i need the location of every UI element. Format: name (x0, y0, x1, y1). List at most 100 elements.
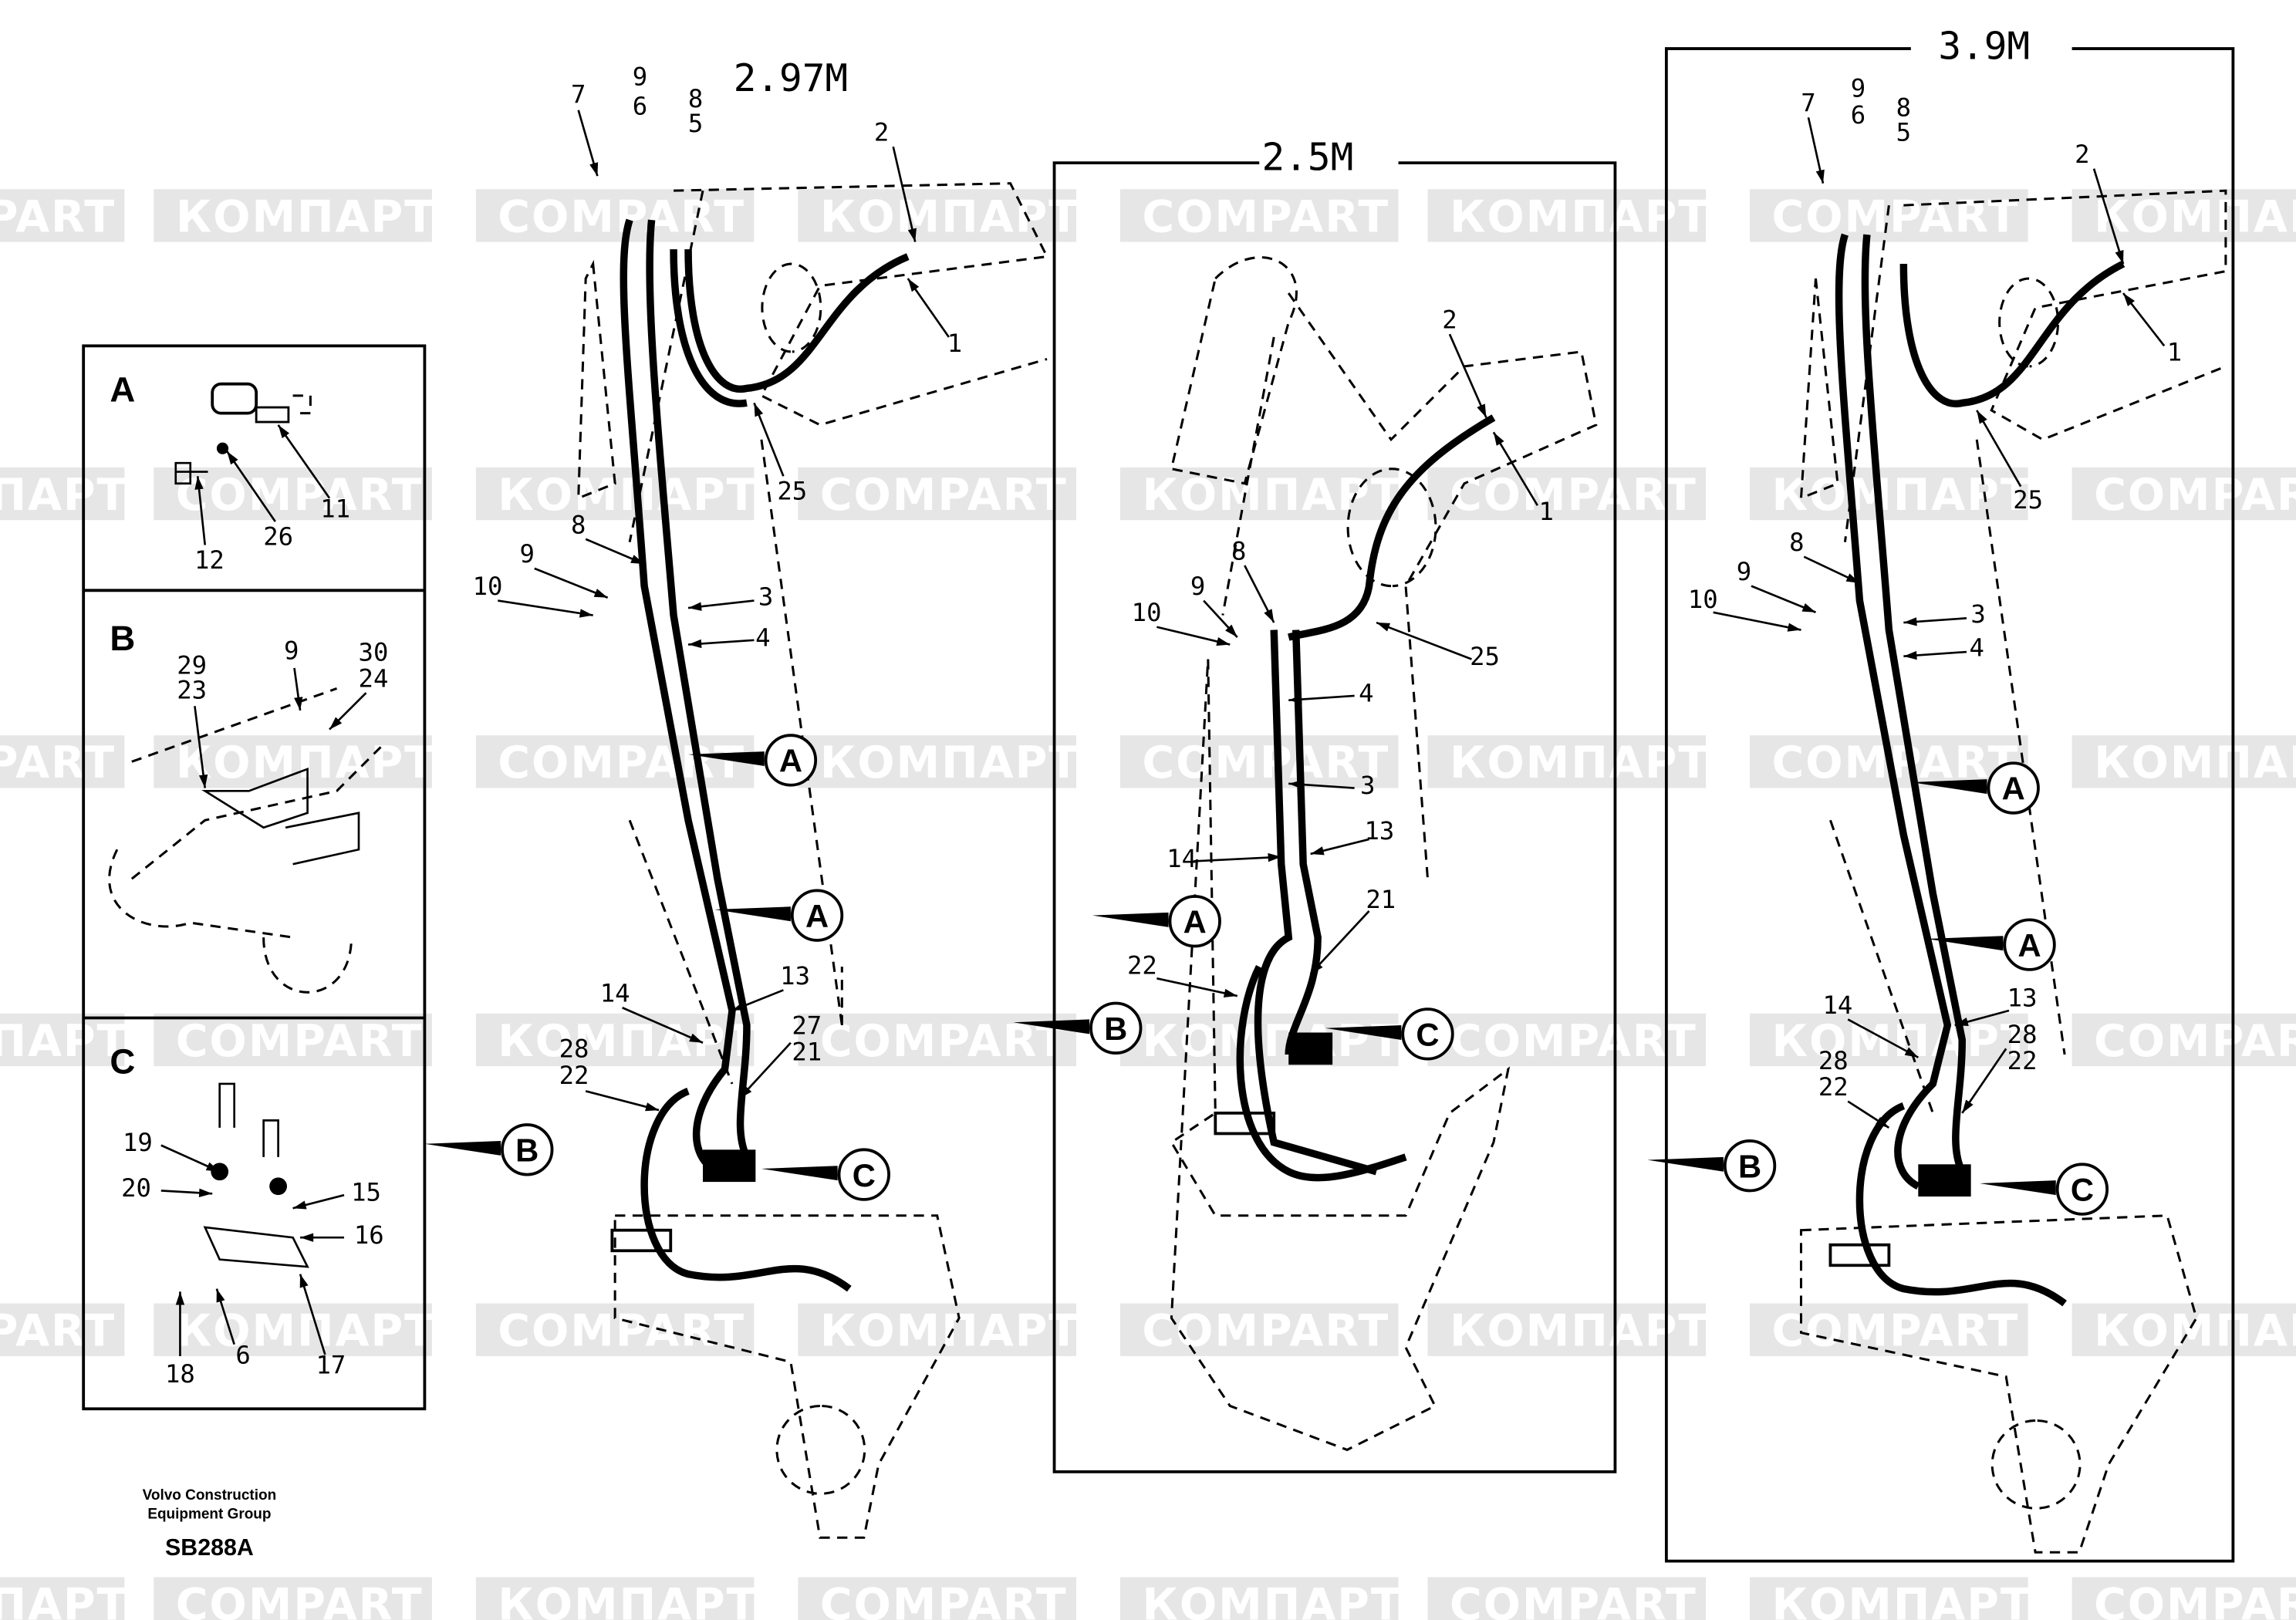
watermark-logo: COMPART (1119, 735, 1399, 788)
leader-line (1376, 621, 1472, 660)
callout-letter: B (1738, 1148, 1761, 1184)
callout-circle (1987, 761, 2040, 815)
pointer-icon (714, 906, 791, 922)
arrowhead-icon (294, 697, 303, 710)
watermark-text: КОМПАРТ (498, 1016, 758, 1067)
arrowhead-icon (1962, 1099, 1974, 1113)
arrowhead-icon (1904, 1047, 1919, 1058)
watermark-text: КОМПАРТ (1450, 737, 1710, 788)
watermark-text: КОМПАРТ (498, 470, 758, 521)
part-number-label: 25 (1470, 642, 1500, 671)
detail-sketches (108, 382, 382, 1268)
part-number-label: 25 (777, 477, 807, 506)
footer-drawing-code: SB288A (165, 1535, 254, 1561)
arrowhead-icon (731, 1001, 746, 1011)
watermark-logo: COMPART (0, 189, 125, 242)
callout-circle (2055, 1163, 2109, 1216)
leader-line (2092, 168, 2125, 265)
watermark-logo: COMPART (154, 467, 432, 521)
part-number-label: 5 (1896, 118, 1911, 147)
callout-letter: A (1183, 903, 1207, 940)
arrowhead-icon (754, 403, 764, 417)
bracket (1214, 1111, 1276, 1136)
arrowhead-icon (1493, 432, 1504, 446)
footer-company-line2: Equipment Group (147, 1507, 271, 1523)
watermark-logo: COMPART (798, 1577, 1076, 1620)
watermark-logo: COMPART (1427, 467, 1707, 521)
arrowhead-icon (907, 278, 920, 292)
callout-letter: C (2071, 1172, 2094, 1208)
part-number-label: 3 (1360, 771, 1375, 800)
watermark-logo: COMPART (154, 1577, 432, 1620)
watermark-logo: КОМПАРТ (154, 735, 436, 788)
watermark-text: КОМПАРТ (0, 1580, 128, 1620)
leader-line (299, 1274, 326, 1355)
arrowhead-icon (1903, 617, 1917, 626)
part-number-label: 28 (1818, 1046, 1849, 1075)
watermark-text: COMPART (0, 1306, 116, 1357)
arrowhead-icon (1264, 609, 1275, 623)
bracket (610, 1228, 673, 1253)
callout-letter: A (2002, 771, 2025, 807)
callout-letter: B (1104, 1011, 1127, 1047)
callout-circle (837, 1148, 890, 1201)
view-2-5m-frame (1052, 161, 1617, 1473)
watermark-text: КОМПАРТ (176, 737, 436, 788)
arrowhead-icon (1310, 846, 1325, 856)
part-number-label: 30 (359, 637, 389, 667)
arrowhead-icon (630, 555, 645, 565)
callout-circle (1168, 895, 1221, 948)
part-number-label: 23 (177, 676, 207, 705)
arrowhead-icon (589, 162, 599, 177)
arrowhead-icon (1268, 852, 1281, 862)
watermark-text: COMPART (1142, 191, 1389, 242)
watermark-text: КОМПАРТ (176, 191, 436, 242)
view-length-title: 2.97M (734, 56, 848, 100)
leader-line (1492, 431, 1538, 506)
arrowhead-icon (1288, 694, 1302, 704)
arrowhead-icon (645, 1102, 660, 1112)
part-number-label: 2 (1442, 305, 1457, 335)
arrowhead-icon (1875, 1116, 1889, 1128)
leader-line (1976, 410, 2022, 488)
part-number-label: 11 (320, 494, 350, 523)
part-number-label: 25 (2013, 485, 2043, 515)
part-number-label: 4 (755, 623, 770, 652)
pointer-icon (1013, 1019, 1090, 1034)
part-number-label: 10 (473, 572, 503, 601)
watermark-text: COMPART (1450, 1580, 1697, 1620)
detail-callout-c: C (1980, 1163, 2109, 1216)
view-length-title: 3.9M (1938, 23, 2030, 68)
watermark-logo: КОМПАРТ (475, 1577, 757, 1620)
watermark-text: КОМПАРТ (2094, 1306, 2296, 1357)
watermark-text: COMPART (1772, 1306, 2020, 1357)
leader-line (892, 146, 917, 242)
detail-callout-c: C (1325, 1007, 1454, 1061)
pointer-icon (1980, 1180, 2056, 1196)
watermark-text: COMPART (176, 1580, 424, 1620)
watermark-logo: КОМПАРТ (154, 1303, 434, 1357)
part-number-label: 7 (571, 79, 586, 109)
callout-letter: A (805, 898, 829, 934)
arrowhead-icon (579, 609, 593, 618)
arrowhead-icon (175, 1291, 185, 1305)
part-number-label: 28 (559, 1034, 589, 1064)
part-number-label: 7 (1801, 89, 1815, 118)
part-number-label: 20 (121, 1173, 151, 1203)
part-number-label: 14 (600, 979, 630, 1008)
pointer-icon (1647, 1156, 1724, 1172)
arrowhead-icon (2115, 250, 2124, 265)
watermark-text: КОМПАРТ (820, 1306, 1080, 1357)
watermark-text: КОМПАРТ (1450, 1306, 1710, 1357)
watermark-logo: COMPART (1750, 1303, 2028, 1357)
part-number-label: 22 (2007, 1046, 2038, 1075)
watermark-logo: COMPART (1750, 189, 2028, 242)
arrowhead-icon (688, 639, 702, 649)
leader-line (1309, 910, 1370, 975)
watermark-logo: КОМПАРТ (154, 189, 436, 242)
watermark-text: COMPART (176, 1016, 424, 1067)
watermark-text: КОМПАРТ (820, 191, 1080, 242)
part-number-label: 1 (2167, 337, 2182, 366)
